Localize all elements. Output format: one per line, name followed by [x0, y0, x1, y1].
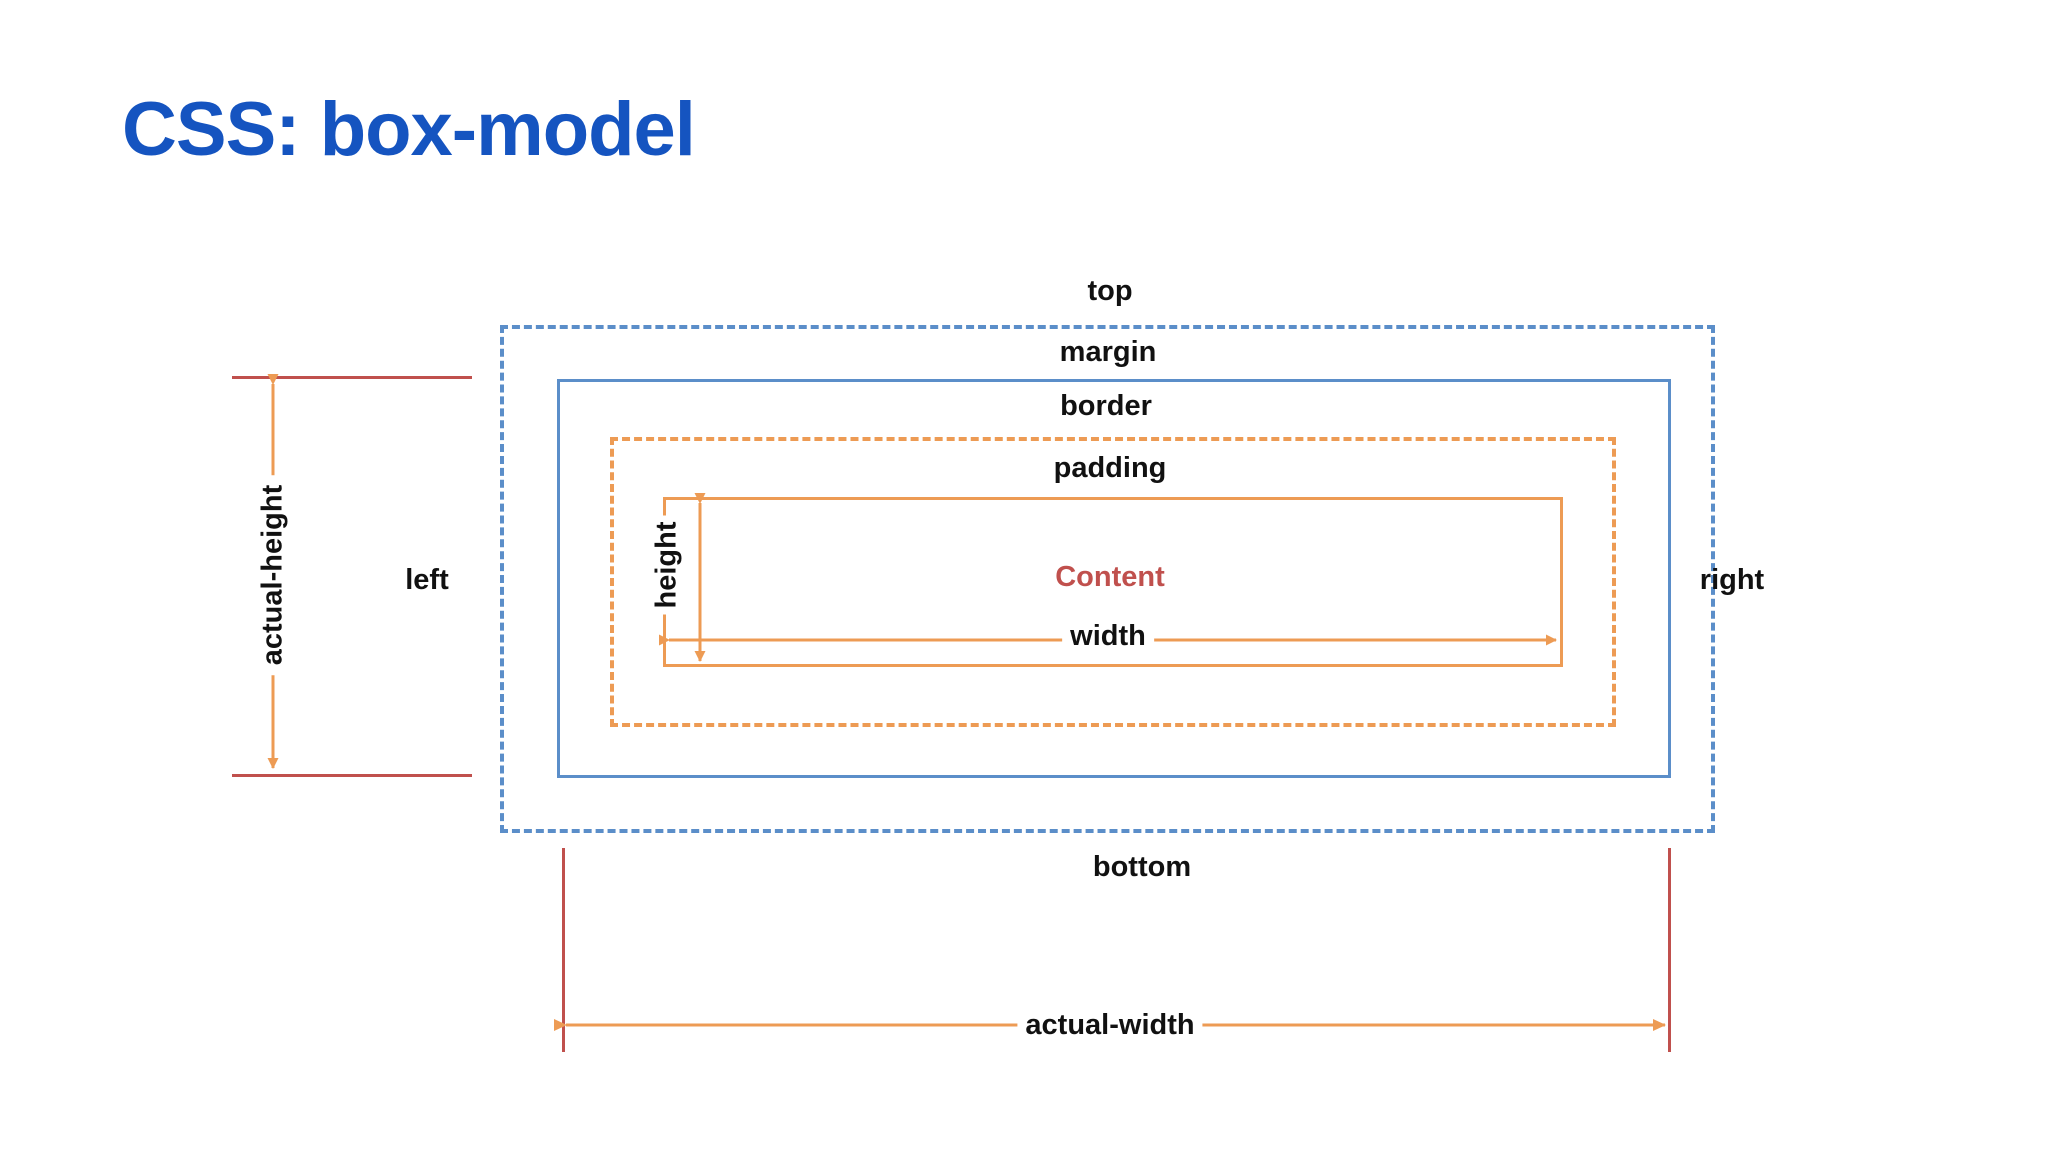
label-padding: padding	[1045, 453, 1175, 483]
label-top: top	[1079, 276, 1141, 306]
label-border: border	[1052, 391, 1160, 421]
label-left: left	[405, 564, 449, 596]
label-actual-height: actual-height	[256, 474, 290, 676]
reference-line-left-vertical	[562, 848, 565, 1052]
page-title: CSS: box-model	[122, 87, 696, 172]
label-content: Content	[1047, 562, 1173, 592]
label-bottom: bottom	[1092, 851, 1192, 883]
label-right: right	[1699, 564, 1765, 596]
border-box	[557, 379, 1671, 778]
label-actual-width: actual-width	[1017, 1010, 1203, 1040]
padding-box	[610, 437, 1616, 727]
reference-line-right-vertical	[1668, 848, 1671, 1052]
margin-box	[500, 325, 1715, 833]
label-width: width	[1062, 621, 1154, 651]
label-margin: margin	[1051, 337, 1165, 367]
label-height: height	[650, 515, 684, 615]
reference-line-bottom	[232, 774, 472, 777]
reference-line-top	[232, 376, 472, 379]
